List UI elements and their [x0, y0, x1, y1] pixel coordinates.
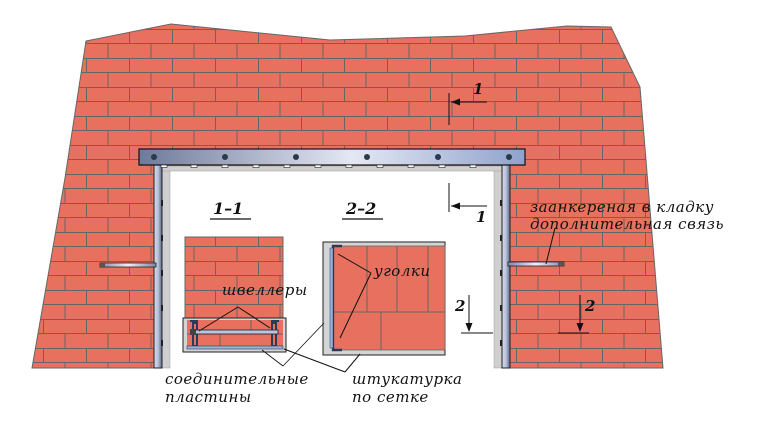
callout-anchor-line1: заанкереная в кладку	[530, 198, 714, 216]
cut-mark-2-right-label: 2	[585, 297, 596, 315]
leader-lines	[261, 227, 556, 373]
section-2-2	[322, 218, 446, 356]
section-title-2-2: 2–2	[346, 199, 377, 218]
section-cut-marks	[448, 93, 589, 334]
callout-plaster-line1: штукатурка	[352, 370, 463, 388]
callout-channels: швеллеры	[222, 281, 308, 299]
cut-mark-1-mid-label: 1	[476, 208, 487, 226]
callout-plates-line1: соединительные	[165, 370, 309, 388]
brick-wall	[31, 23, 664, 369]
section-title-1-1: 1–1	[213, 199, 244, 218]
cut-mark-1-top-label: 1	[473, 80, 484, 98]
anchor-ties	[99, 261, 565, 268]
steel-lintel	[138, 148, 526, 168]
callout-plates-line2: пластины	[165, 388, 252, 406]
section-1-1	[182, 218, 287, 353]
callout-anchor-line2: дополнительная связь	[530, 215, 725, 233]
callout-angles: уголки	[374, 262, 431, 280]
cut-mark-2-left-label: 2	[455, 297, 466, 315]
callout-plaster-line2: по сетке	[352, 388, 429, 406]
